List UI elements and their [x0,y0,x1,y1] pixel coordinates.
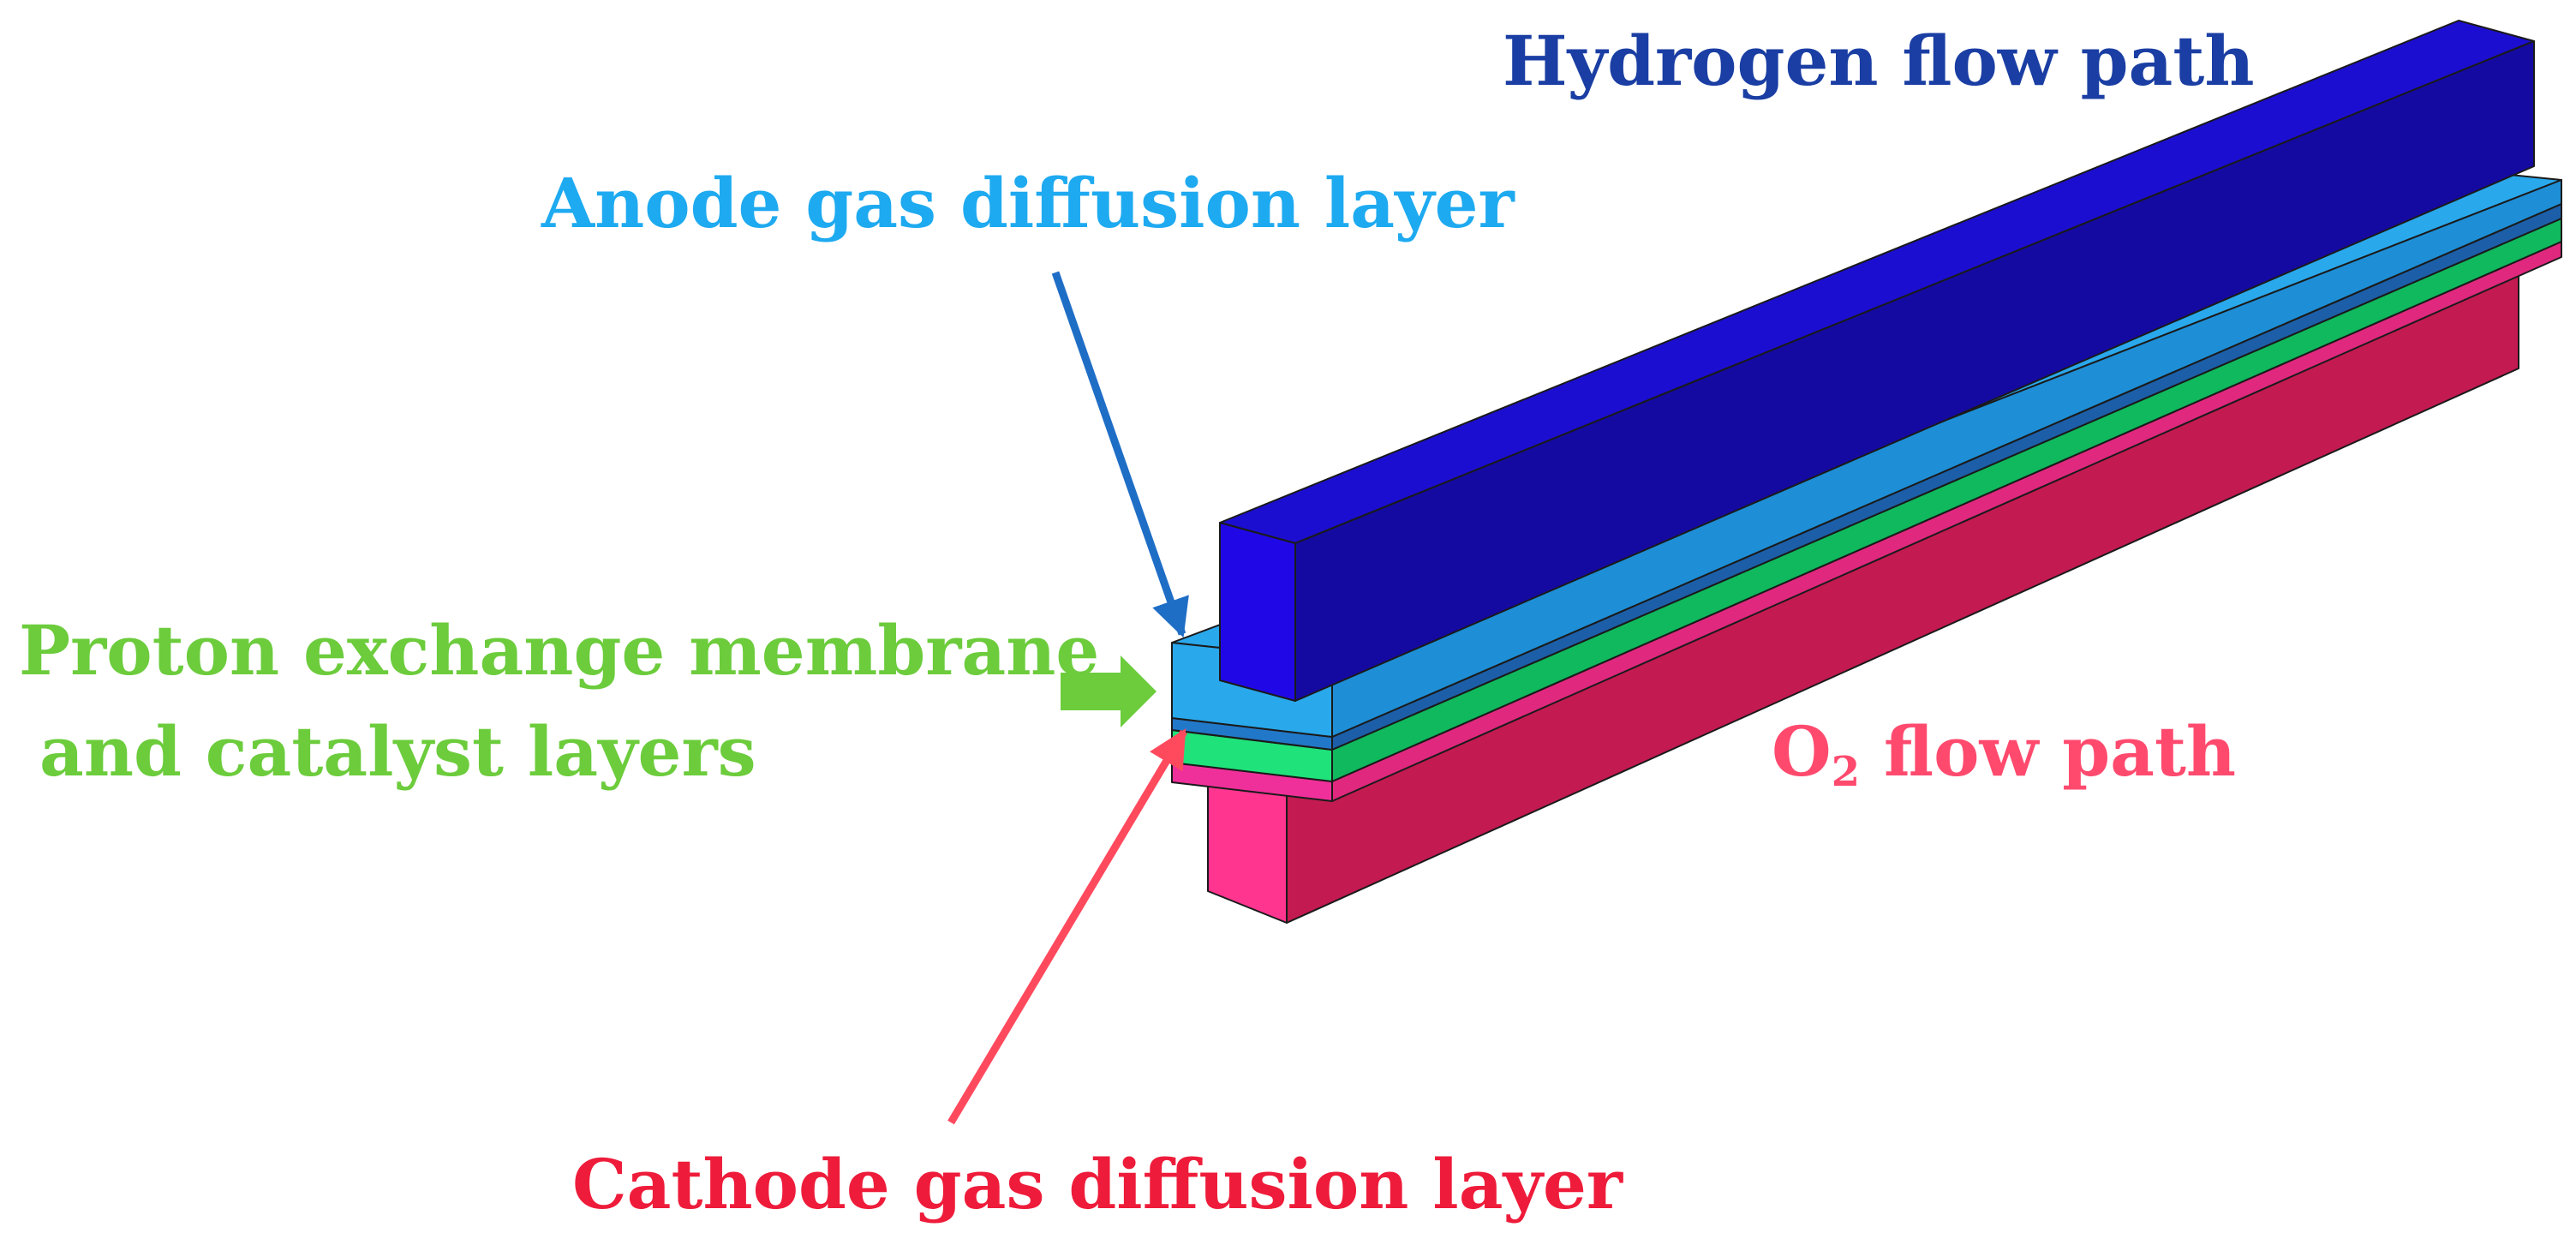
cathode-gdl-label: Cathode gas diffusion layer [572,1144,1623,1224]
anode-gdl-label: Anode gas diffusion layer [541,163,1515,243]
o2-flow-path-label: O2 flow path [1772,711,2237,793]
o2-label-suffix: flow path [1860,711,2237,792]
hydrogen-channel-front-face [1219,522,1296,702]
cathode-gdl-arrow [947,728,1187,1125]
pem-label-line2: and catalyst layers [39,711,756,792]
o2-label-prefix: O [1772,711,1832,792]
o2-label-subscript: 2 [1831,748,1861,796]
pem-label-line1: Proton exchange membrane [19,610,1100,691]
anode-gdl-arrow [1051,271,1189,638]
hydrogen-flow-channel [1219,20,2535,702]
hydrogen-flow-path-label: Hydrogen flow path [1503,21,2255,101]
pem-arrow [1061,655,1157,727]
